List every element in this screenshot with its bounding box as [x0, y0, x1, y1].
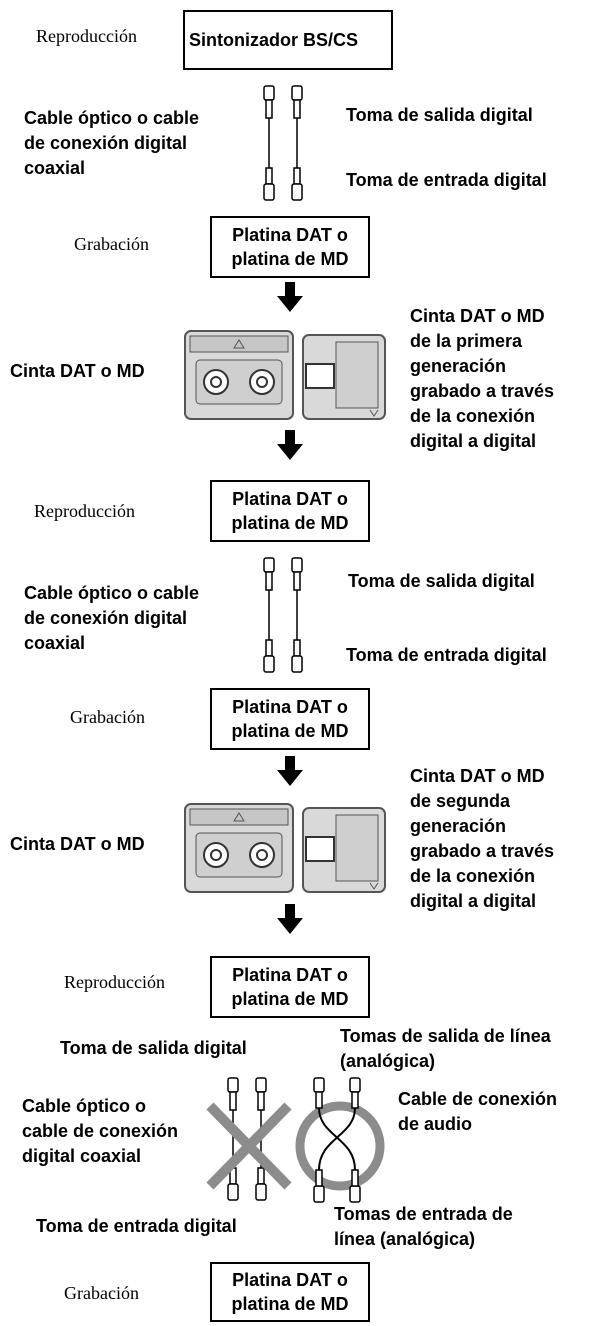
down-arrow-icon-3 [277, 756, 303, 786]
dat-tape-icon-1 [184, 330, 294, 420]
deck-box-3: Platina DAT o platina de MD [210, 688, 370, 750]
minidisc-icon-2 [302, 807, 386, 893]
digital-cable-icon-1 [263, 85, 303, 201]
down-arrow-icon-4 [277, 904, 303, 934]
toma-entrada-2: Toma de entrada digital [346, 645, 547, 665]
deck-box-4: Platina DAT o platina de MD [210, 956, 370, 1018]
cable-label-1: Cable óptico o cable de conexión digital… [24, 108, 200, 178]
tomas-salida-linea-label: Tomas de salida de línea (analógica) [340, 1026, 551, 1071]
cable-audio-label: Cable de conexión de audio [398, 1089, 558, 1134]
label-grabacion-2: Grabación [70, 707, 145, 727]
label-reproduccion-1: Reproducción [36, 26, 137, 46]
cable-label-2: Cable óptico o cable de conexión digital… [24, 583, 200, 653]
prohibited-digital-cable-icon [206, 1077, 292, 1201]
dat-tape-icon-2 [184, 803, 294, 893]
deck-box-2: Platina DAT o platina de MD [210, 480, 370, 542]
toma-entrada-3: Toma de entrada digital [36, 1216, 237, 1236]
toma-salida-3: Toma de salida digital [60, 1038, 247, 1058]
label-grabacion-3: Grabación [64, 1283, 139, 1303]
deck-box-1: Platina DAT o platina de MD [210, 216, 370, 278]
second-gen-label: Cinta DAT o MD de segunda generación gra… [410, 766, 555, 911]
digital-cable-icon-2 [263, 557, 303, 673]
first-gen-label: Cinta DAT o MD de la primera generación … [410, 306, 555, 451]
cable-optico-short-label: Cable óptico o cable de conexión digital… [22, 1096, 179, 1166]
minidisc-icon-1 [302, 334, 386, 420]
down-arrow-icon-2 [277, 430, 303, 460]
deck-box-5: Platina DAT o platina de MD [210, 1262, 370, 1322]
cinta-label-1: Cinta DAT o MD [10, 361, 145, 381]
label-grabacion-1: Grabación [74, 234, 149, 254]
down-arrow-icon-1 [277, 282, 303, 312]
toma-salida-2: Toma de salida digital [348, 571, 535, 591]
tuner-box: Sintonizador BS/CS [183, 10, 393, 70]
cinta-label-2: Cinta DAT o MD [10, 834, 145, 854]
allowed-audio-cable-icon [295, 1077, 385, 1203]
label-reproduccion-3: Reproducción [64, 972, 165, 992]
tomas-entrada-linea-label: Tomas de entrada de línea (analógica) [334, 1204, 513, 1249]
toma-salida-1: Toma de salida digital [346, 105, 533, 125]
label-reproduccion-2: Reproducción [34, 501, 135, 521]
toma-entrada-1: Toma de entrada digital [346, 170, 547, 190]
